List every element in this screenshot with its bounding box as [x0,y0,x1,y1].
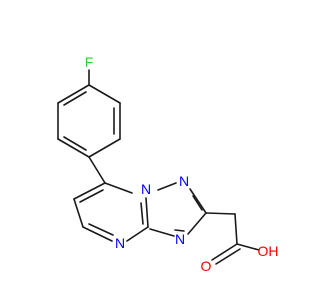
molecule-structure: F N N N N O OH [57,54,279,274]
nitrogen-pyrimidine: N [115,235,125,251]
nitrogen-triazole-bottom: N [175,231,185,247]
nitrogen-triazole-top: N [179,173,189,189]
oxygen-carbonyl: O [201,258,212,274]
acetic-acid-chain [205,212,260,265]
triazole-ring [149,182,207,237]
fluorine-atom: F [85,54,94,70]
nitrogen-bridgehead: N [141,181,151,197]
biaryl-bond [88,156,106,184]
pyrimidine-ring [73,182,149,242]
hydroxyl-group: OH [258,243,279,259]
fluorophenyl-ring [57,84,121,158]
